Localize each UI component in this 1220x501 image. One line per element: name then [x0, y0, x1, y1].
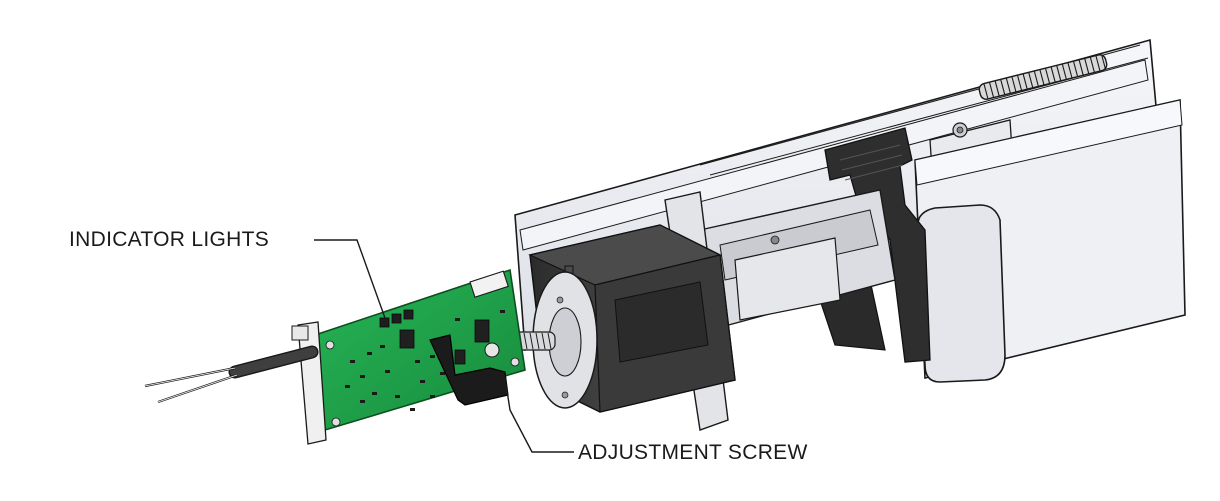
- callout-indicator-lights: INDICATOR LIGHTS: [69, 228, 270, 251]
- power-cable: [144, 345, 319, 404]
- leader-adjustment-screw: [504, 377, 574, 453]
- tension-spring: [978, 54, 1108, 100]
- leader-lines: [314, 239, 574, 453]
- callout-adjustment-screw: ADJUSTMENT SCREW: [578, 441, 808, 464]
- leader-indicator-lights: [314, 239, 386, 319]
- circuit-board: [314, 268, 526, 432]
- indicator-led: [403, 309, 414, 320]
- motor-flange: [532, 271, 598, 409]
- adjustment-screw-head: [484, 342, 500, 358]
- indicator-led: [391, 313, 402, 324]
- stepper-motor: [528, 224, 736, 413]
- adjustment-bracket: [429, 334, 509, 406]
- indicator-led: [379, 317, 390, 328]
- shaft-channel: [699, 189, 896, 331]
